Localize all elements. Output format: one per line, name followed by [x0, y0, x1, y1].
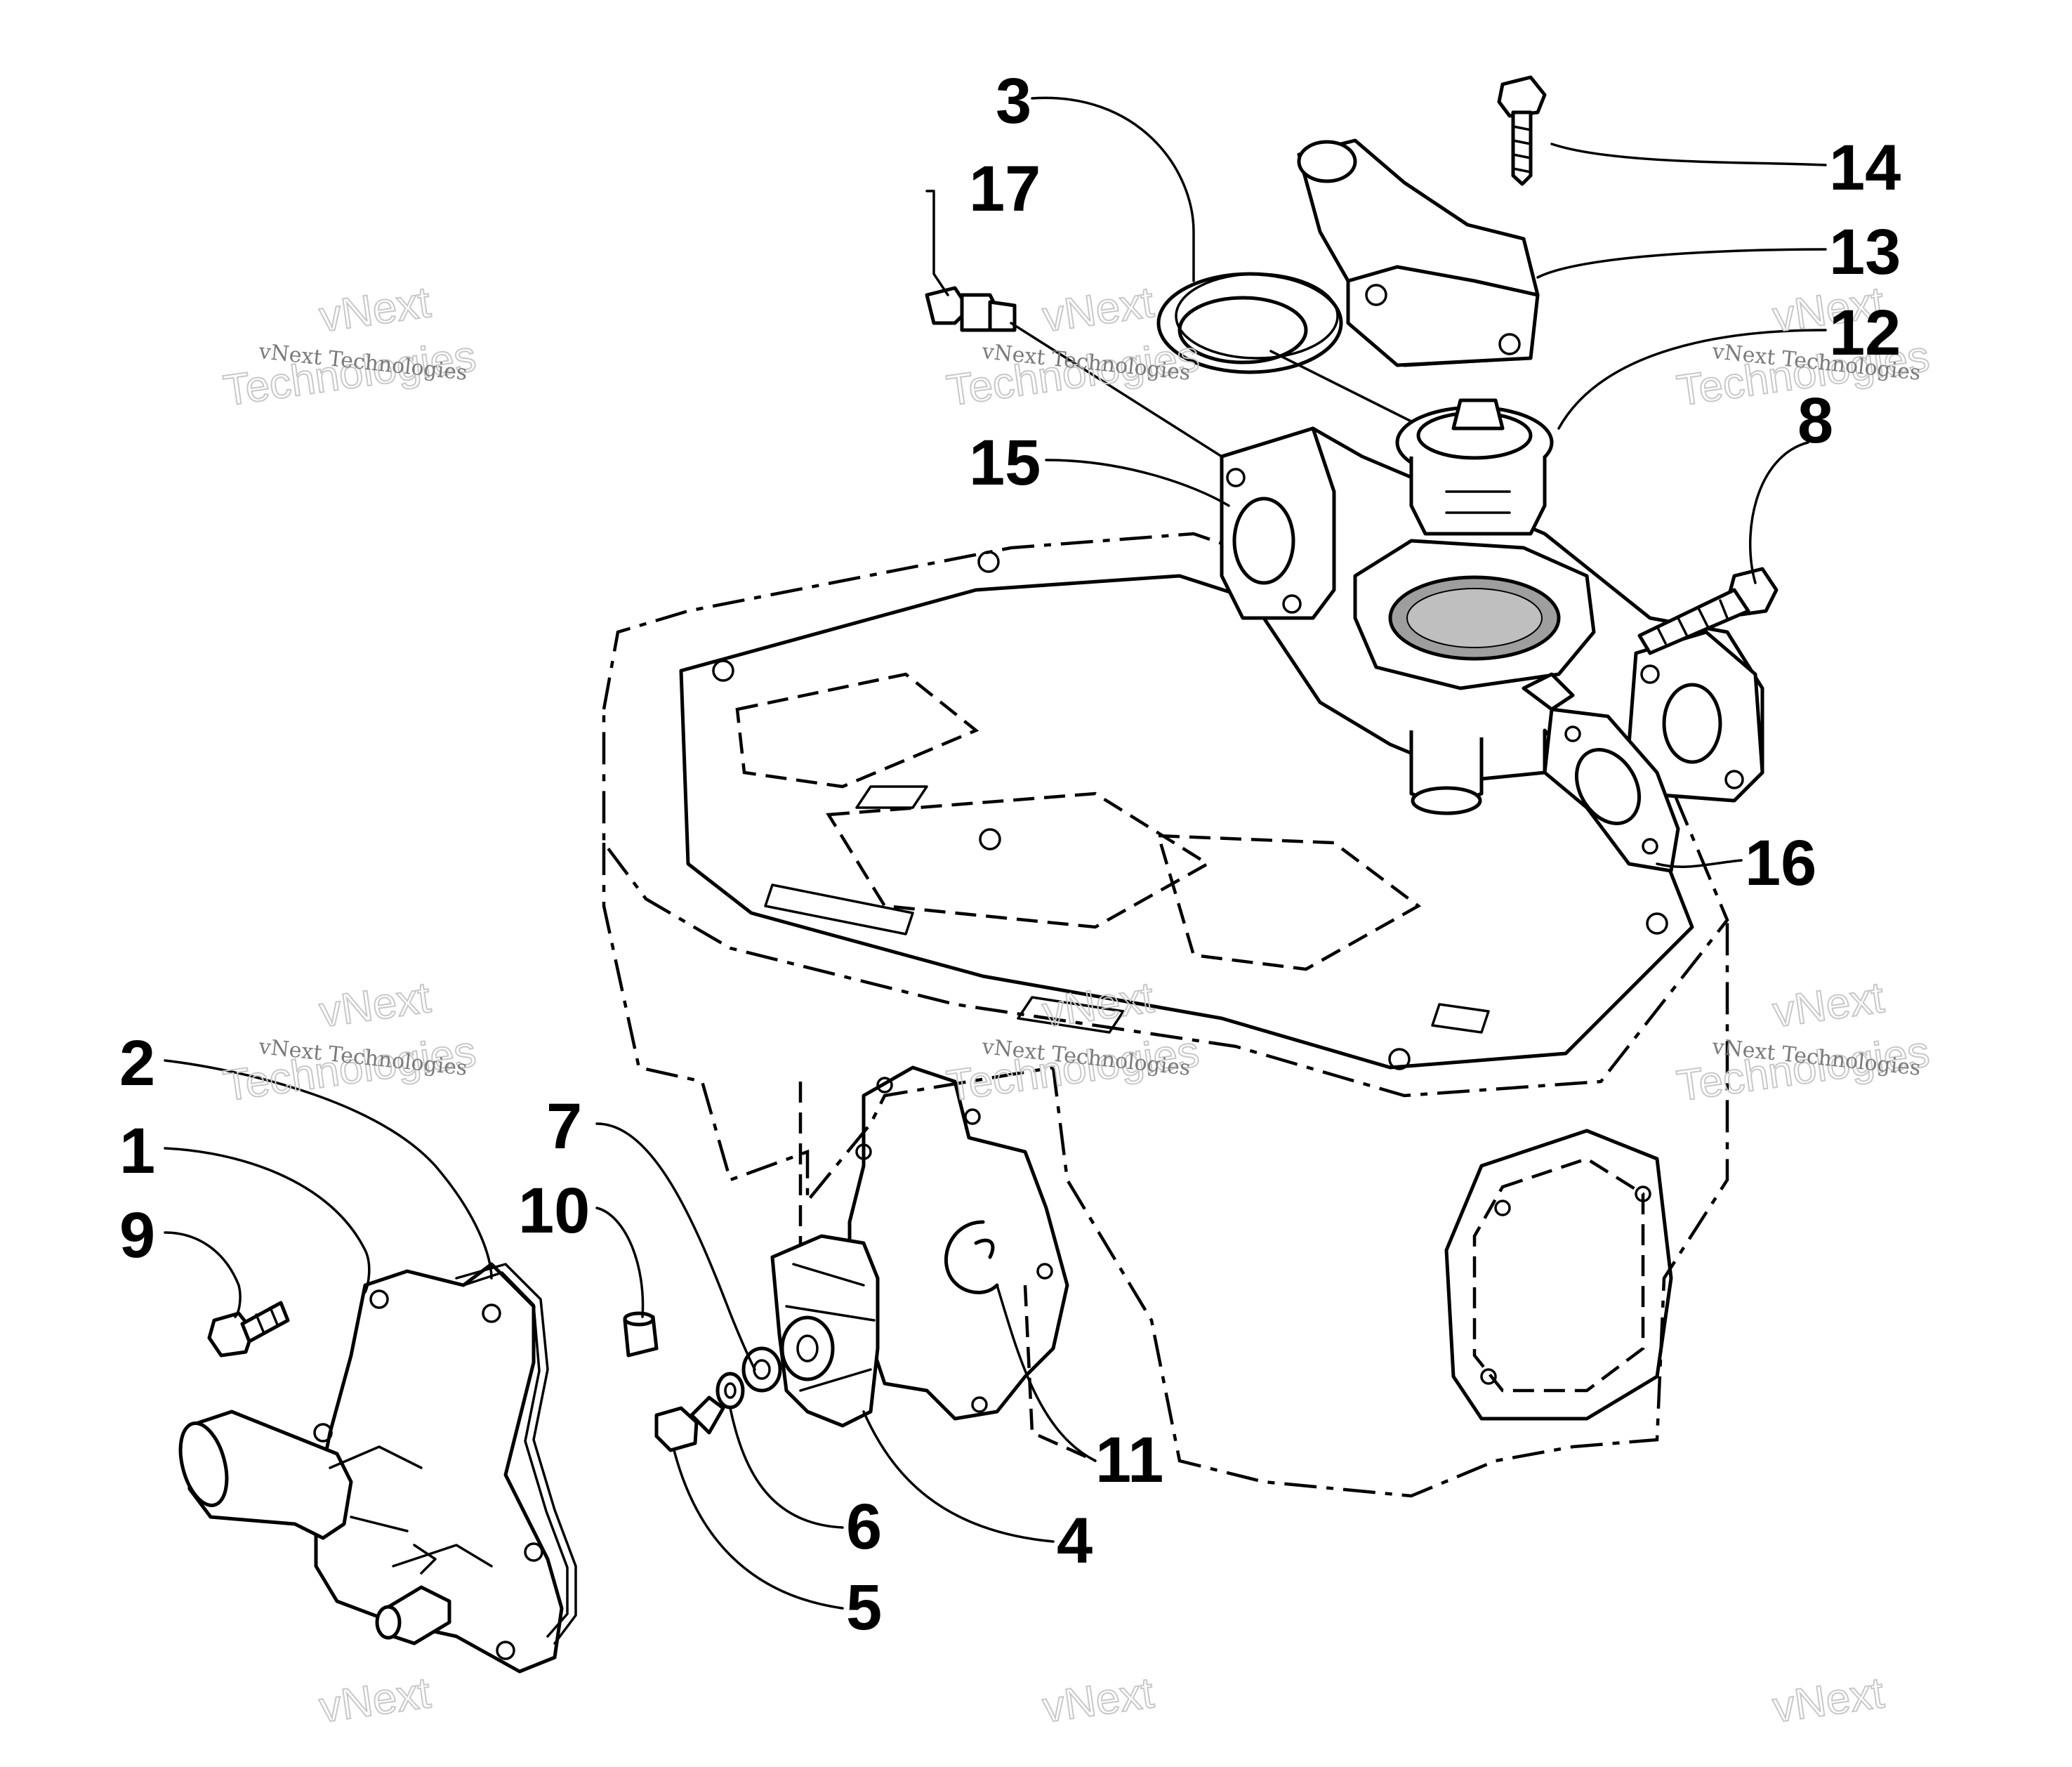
callout-12: 12 — [1829, 297, 1901, 369]
dowel-pin — [623, 1311, 659, 1358]
housing-bolt — [1637, 567, 1779, 655]
callout-1: 1 — [119, 1115, 155, 1187]
leader-lines — [164, 96, 1827, 1610]
cover-bolt — [1497, 75, 1547, 186]
callout-16: 16 — [1745, 827, 1816, 899]
callout-8: 8 — [1797, 385, 1833, 456]
thermostat-cover — [1297, 138, 1540, 367]
callout-9: 9 — [119, 1200, 155, 1271]
circlip — [944, 1220, 999, 1294]
outlet-gasket — [1543, 707, 1680, 873]
callout-15: 15 — [969, 427, 1041, 499]
watermark-big-line1: vNext — [1040, 278, 1157, 341]
callout-5: 5 — [846, 1572, 882, 1643]
pump-bolt — [207, 1301, 290, 1358]
watermark-big-line1: vNext — [317, 278, 434, 341]
callout-labels: 3 17 14 13 12 15 8 16 2 1 9 7 10 11 6 4 … — [119, 65, 1901, 1643]
watermark-big-line1: vNext — [317, 1669, 434, 1732]
watermark-big-line1: vNext — [1770, 1669, 1887, 1732]
washer — [715, 1372, 745, 1410]
impeller — [770, 1234, 880, 1428]
callout-2: 2 — [119, 1027, 155, 1099]
impeller-bolt — [654, 1395, 725, 1452]
callout-13: 13 — [1829, 216, 1901, 288]
water-pump-cover — [178, 1262, 564, 1674]
temperature-sensor — [925, 286, 1017, 332]
callout-11: 11 — [1095, 1424, 1163, 1496]
thermostat — [1395, 398, 1554, 536]
callout-17: 17 — [969, 153, 1041, 225]
engine-block — [602, 532, 1729, 1498]
impeller-seal — [741, 1346, 782, 1393]
callout-10: 10 — [518, 1175, 590, 1247]
watermark-big-line1: vNext — [317, 973, 434, 1037]
watermark-big-line1: vNext — [1040, 973, 1157, 1037]
callout-14: 14 — [1829, 132, 1901, 204]
callout-3: 3 — [996, 65, 1031, 137]
thermostat-housing — [1220, 426, 1764, 815]
callout-6: 6 — [846, 1491, 882, 1563]
callout-4: 4 — [1057, 1505, 1093, 1577]
callout-7: 7 — [546, 1091, 582, 1162]
watermark-big-line1: vNext — [1770, 973, 1887, 1037]
thermostat-seal — [1156, 272, 1343, 374]
pump-gasket — [455, 1263, 577, 1645]
watermark-big-line1: vNext — [1040, 1669, 1157, 1732]
